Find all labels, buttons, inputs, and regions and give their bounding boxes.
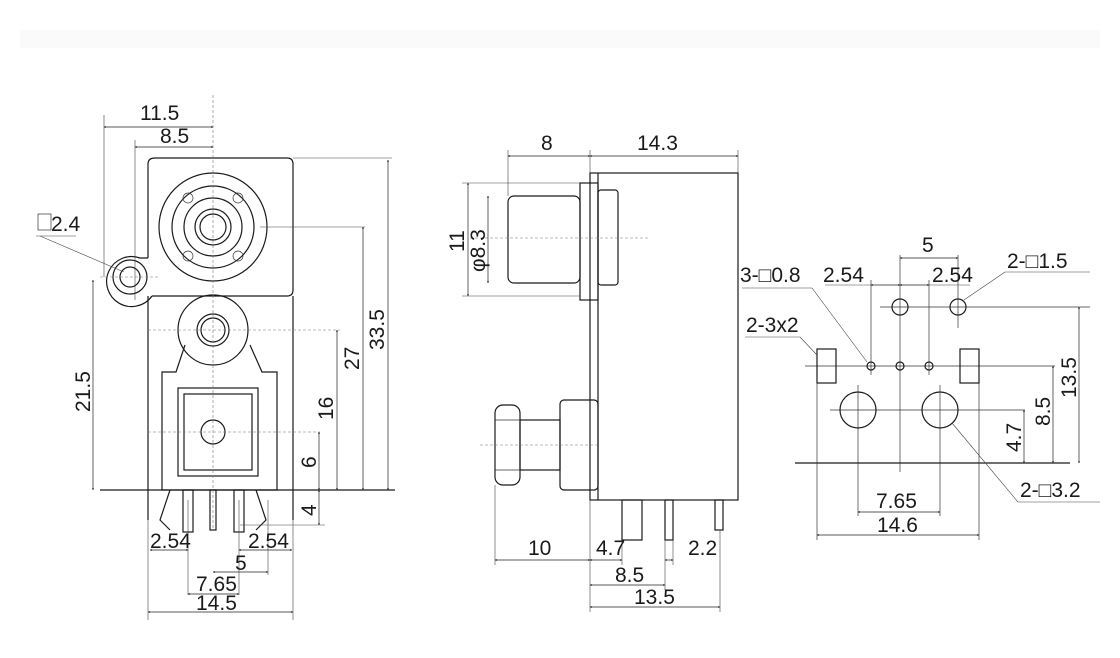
- dim-11: 11: [446, 230, 469, 252]
- fp-dim-7-65: 7.65: [876, 490, 917, 513]
- dim-6: 6: [298, 456, 321, 468]
- dim-14-5: 14.5: [196, 592, 237, 615]
- dim-4-7: 4.7: [596, 537, 625, 560]
- dim-5: 5: [235, 552, 247, 575]
- pcb-footprint: 5 3-□0.8 2.54 2.54 2-□1.5 2-3x2 13.5 8.5…: [740, 234, 1100, 540]
- dim-16: 16: [315, 397, 338, 420]
- fp-dim-14-6: 14.6: [877, 514, 918, 537]
- slot: [816, 348, 837, 384]
- fp-slots-3x2: 2-3x2: [746, 314, 799, 337]
- dim-2-2: 2.2: [688, 537, 717, 560]
- square-symbol-icon: [37, 213, 52, 231]
- dim-10: 10: [528, 537, 551, 560]
- fp-dim-2-54-right: 2.54: [932, 264, 973, 287]
- mounting-ear: [106, 255, 153, 308]
- top-band: [20, 30, 1100, 48]
- dim-11-5: 11.5: [140, 102, 179, 125]
- fp-dim-2-54-left: 2.54: [823, 264, 864, 287]
- dim-8: 8: [541, 132, 553, 155]
- dim-2-54-left: 2.54: [150, 530, 191, 553]
- dim-33-5: 33.5: [366, 309, 389, 350]
- fp-dim-13-5: 13.5: [1058, 357, 1081, 398]
- side-view: 8 14.3 11 φ8.3 10 4.7 2.2 8.5 13.5: [446, 132, 739, 612]
- dim-13-5-side: 13.5: [634, 586, 675, 609]
- fp-holes-1-5: 2-□1.5: [1007, 250, 1068, 273]
- dim-27: 27: [341, 347, 364, 370]
- dim-4: 4: [298, 504, 321, 516]
- dim-14-3: 14.3: [637, 132, 678, 155]
- dim-8-5: 8.5: [160, 125, 189, 148]
- fp-holes-0-8: 3-□0.8: [740, 264, 801, 287]
- dim-hole-2-4: 2.4: [51, 213, 81, 236]
- dim-phi-8-3: φ8.3: [467, 229, 490, 272]
- fp-holes-3-2: 2-□3.2: [1020, 479, 1081, 502]
- slot: [959, 348, 980, 384]
- dim-8-5-side: 8.5: [615, 564, 644, 587]
- front-view: 11.5 8.5 2.4 21.5 33.5 27 16 6 4 2.54 2.…: [36, 95, 395, 620]
- fp-dim-8-5: 8.5: [1032, 397, 1055, 426]
- dim-21-5: 21.5: [72, 371, 95, 412]
- dim-7-65: 7.65: [196, 573, 237, 596]
- fp-dim-4-7: 4.7: [1003, 423, 1026, 452]
- fp-dim-5: 5: [922, 234, 934, 257]
- dim-2-54-right: 2.54: [248, 530, 289, 553]
